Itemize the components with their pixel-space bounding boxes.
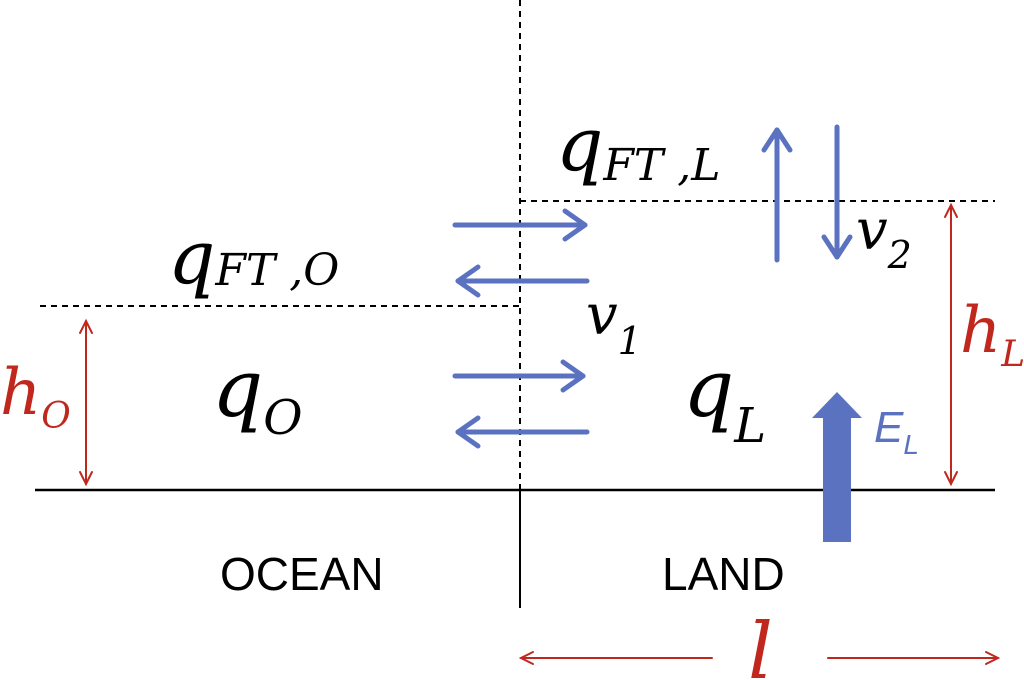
land-label: LAND bbox=[662, 548, 785, 600]
vertical-exchange-arrows bbox=[761, 124, 853, 263]
label-q-l: qL bbox=[683, 342, 766, 454]
upper-exchange-arrows bbox=[452, 208, 590, 298]
arrowhead-left-lower bbox=[455, 415, 481, 449]
ocean-label: OCEAN bbox=[220, 548, 384, 600]
lower-exchange-arrows bbox=[452, 359, 590, 449]
label-v2: v2 bbox=[856, 198, 912, 277]
height-land-dimension bbox=[944, 202, 958, 487]
evaporation-arrow bbox=[812, 392, 862, 542]
label-q-ft-l: qFT ,L bbox=[556, 102, 720, 191]
label-v1: v1 bbox=[586, 283, 642, 363]
land-width-dimension bbox=[518, 651, 1001, 665]
arrowhead-down bbox=[821, 234, 853, 260]
label-e-l: EL bbox=[874, 403, 919, 460]
arrowhead-right-upper bbox=[562, 208, 588, 242]
label-l: l bbox=[748, 607, 773, 680]
height-ocean-dimension bbox=[79, 318, 93, 487]
arrowhead-left-upper bbox=[455, 264, 481, 298]
arrowhead-up bbox=[761, 127, 793, 153]
label-h-l: hL bbox=[960, 294, 1024, 375]
label-h-o: hO bbox=[0, 356, 71, 437]
label-q-o: qO bbox=[212, 342, 303, 446]
label-q-ft-o: qFT ,O bbox=[168, 215, 339, 301]
arrowhead-right-lower bbox=[560, 359, 586, 393]
